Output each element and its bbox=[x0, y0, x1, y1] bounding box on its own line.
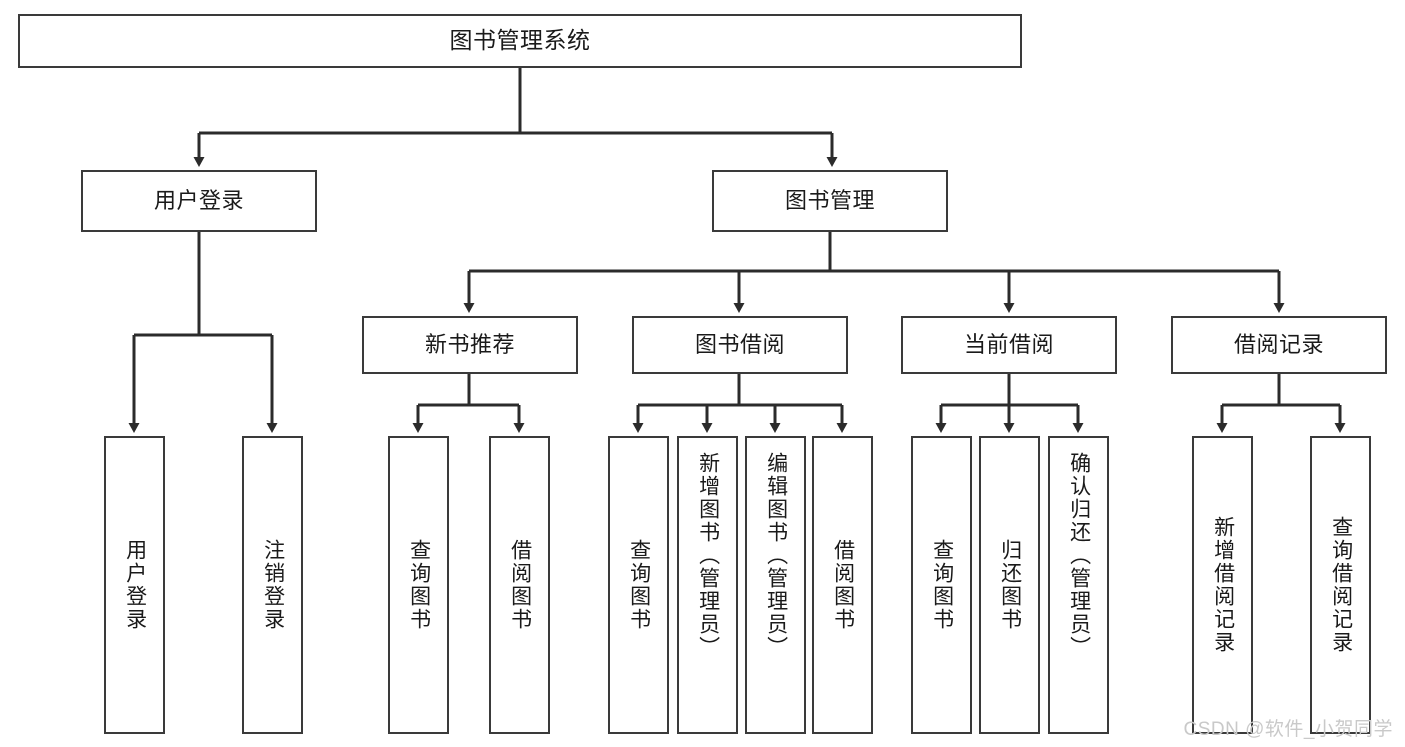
leaf-borrow-borrow-book[interactable]: 借阅图书 bbox=[812, 436, 873, 734]
leaf-record-query-record-label: 查询借阅记录 bbox=[1329, 516, 1353, 654]
node-current-borrow[interactable]: 当前借阅 bbox=[901, 316, 1117, 374]
leaf-borrow-add-book-label: 新增图书（管理员） bbox=[696, 452, 720, 659]
leaf-borrow-edit-book[interactable]: 编辑图书（管理员） bbox=[745, 436, 806, 734]
leaf-borrow-edit-book-label: 编辑图书（管理员） bbox=[764, 452, 788, 659]
leaf-user-logout-label: 注销登录 bbox=[261, 539, 285, 631]
leaf-current-confirm-return-label: 确认归还（管理员） bbox=[1067, 452, 1091, 659]
leaf-user-login-label: 用户登录 bbox=[123, 539, 147, 631]
node-new-book-recommend-label: 新书推荐 bbox=[424, 332, 515, 358]
leaf-current-confirm-return[interactable]: 确认归还（管理员） bbox=[1048, 436, 1109, 734]
leaf-borrow-query-book[interactable]: 查询图书 bbox=[608, 436, 669, 734]
leaf-current-return-book-label: 归还图书 bbox=[998, 539, 1022, 631]
node-current-borrow-label: 当前借阅 bbox=[963, 332, 1054, 358]
leaf-record-add-record-label: 新增借阅记录 bbox=[1211, 516, 1235, 654]
leaf-current-return-book[interactable]: 归还图书 bbox=[979, 436, 1040, 734]
node-root[interactable]: 图书管理系统 bbox=[18, 14, 1022, 68]
leaf-borrow-add-book[interactable]: 新增图书（管理员） bbox=[677, 436, 738, 734]
leaf-newbook-borrow-book-label: 借阅图书 bbox=[508, 539, 532, 631]
csdn-watermark: CSDN @软件_小贺同学 bbox=[1183, 719, 1393, 740]
leaf-record-query-record[interactable]: 查询借阅记录 bbox=[1310, 436, 1371, 734]
leaf-newbook-borrow-book[interactable]: 借阅图书 bbox=[489, 436, 550, 734]
node-root-label: 图书管理系统 bbox=[449, 27, 591, 54]
leaf-current-query-book-label: 查询图书 bbox=[930, 539, 954, 631]
leaf-user-login[interactable]: 用户登录 bbox=[104, 436, 165, 734]
leaf-borrow-query-book-label: 查询图书 bbox=[627, 539, 651, 631]
leaf-current-query-book[interactable]: 查询图书 bbox=[911, 436, 972, 734]
node-book-borrow-label: 图书借阅 bbox=[694, 332, 785, 358]
leaf-borrow-borrow-book-label: 借阅图书 bbox=[831, 539, 855, 631]
node-borrow-record[interactable]: 借阅记录 bbox=[1171, 316, 1387, 374]
node-user-login-label: 用户登录 bbox=[153, 188, 244, 214]
node-new-book-recommend[interactable]: 新书推荐 bbox=[362, 316, 578, 374]
node-book-management-label: 图书管理 bbox=[784, 188, 875, 214]
node-user-login[interactable]: 用户登录 bbox=[81, 170, 317, 232]
leaf-newbook-query-book-label: 查询图书 bbox=[407, 539, 431, 631]
node-borrow-record-label: 借阅记录 bbox=[1233, 332, 1324, 358]
leaf-record-add-record[interactable]: 新增借阅记录 bbox=[1192, 436, 1253, 734]
leaf-newbook-query-book[interactable]: 查询图书 bbox=[388, 436, 449, 734]
node-book-borrow[interactable]: 图书借阅 bbox=[632, 316, 848, 374]
node-book-management[interactable]: 图书管理 bbox=[712, 170, 948, 232]
leaf-user-logout[interactable]: 注销登录 bbox=[242, 436, 303, 734]
